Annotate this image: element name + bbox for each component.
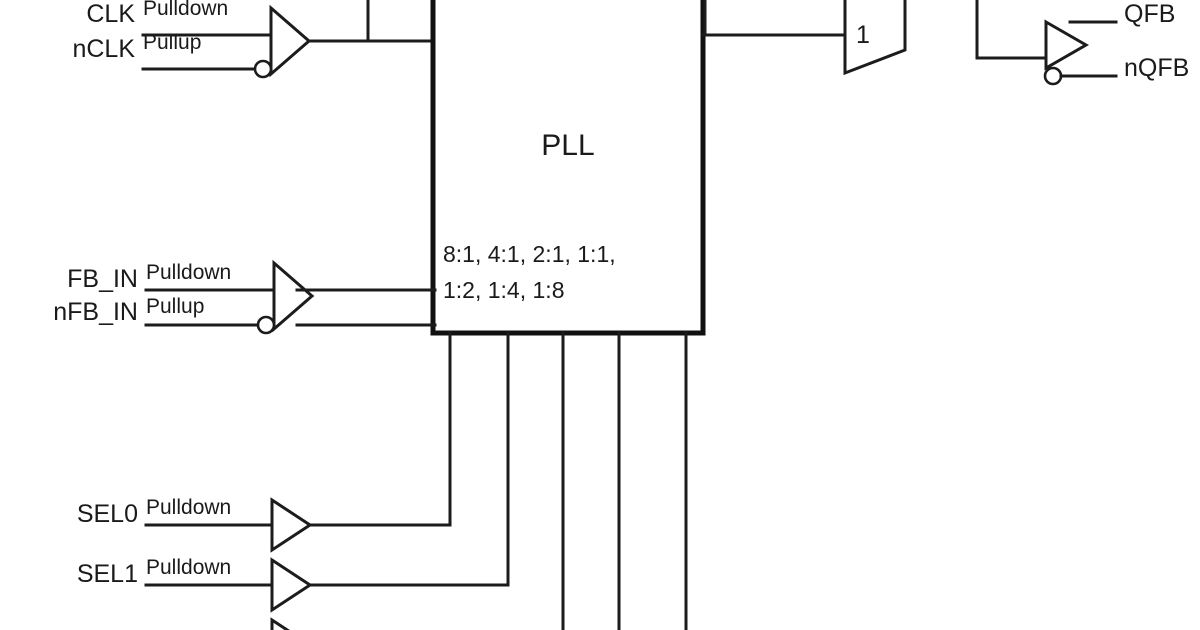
pll-block-body [430,0,706,336]
termination-label-nclk: Pullup [143,31,201,54]
termination-label-fb-in: Pulldown [146,261,231,284]
termination-label-sel1: Pulldown [146,556,231,579]
sel2-input-group-cropped [270,617,290,630]
output-mux-block: 1 [843,0,907,76]
output-mux-shape [843,0,907,76]
inverting-bubble-nqfb [1043,66,1063,86]
pll-block: PLL 8:1, 4:1, 2:1, 1:1, 1:2, 1:4, 1:8 [430,0,706,336]
output-mux-label: 1 [856,21,870,49]
inverting-bubble-nfb-in [256,315,276,335]
pll-ratios-line-2: 1:2, 1:4, 1:8 [443,277,564,303]
inverting-bubble-nclk [253,59,273,79]
buffer-sel1 [270,557,313,613]
buffer-clk [269,4,312,78]
termination-label-clk: Pulldown [143,0,228,20]
pll-ratios-line-1: 8:1, 4:1, 2:1, 1:1, [443,241,616,267]
pin-label-sel1: SEL1 [77,560,138,588]
pin-label-clk: CLK [86,0,135,28]
pll-block-title: PLL [541,129,594,162]
termination-label-sel0: Pulldown [146,496,231,519]
buffer-sel2 [270,617,290,630]
termination-label-nfb-in: Pullup [146,295,204,318]
buffer-fb-in [272,259,315,333]
pin-label-nfb-in: nFB_IN [53,298,138,326]
fb-input-group: FB_IN nFB_IN Pulldown Pullup [53,259,437,335]
clk-input-group: CLK nCLK Pulldown Pullup [72,0,437,79]
pin-label-nqfb: nQFB [1124,54,1189,82]
pin-label-nclk: nCLK [72,35,135,63]
sel1-input-group: SEL1 Pulldown [77,556,510,613]
select-bus-wires [448,331,688,630]
buffer-sel0 [270,497,313,553]
pll-output-group [701,0,847,37]
pin-label-fb-in: FB_IN [67,265,138,293]
buffer-qfb [1044,19,1090,71]
qfb-output-group: QFB nQFB [975,0,1189,86]
sel0-input-group: SEL0 Pulldown [77,496,452,553]
pin-label-qfb: QFB [1124,0,1175,28]
pin-label-sel0: SEL0 [77,500,138,528]
